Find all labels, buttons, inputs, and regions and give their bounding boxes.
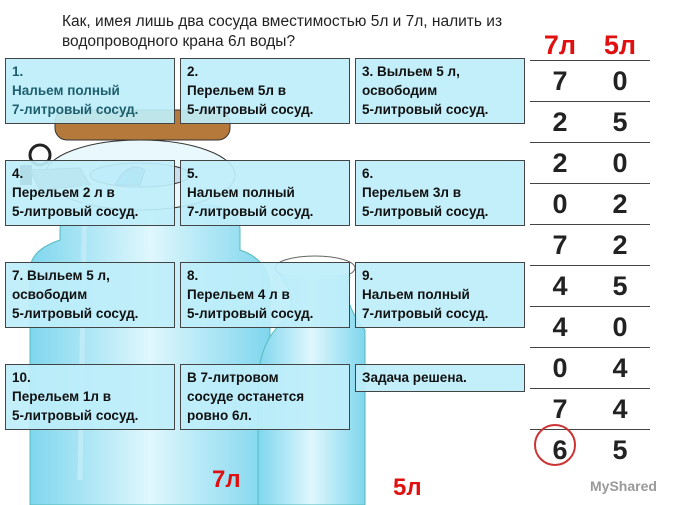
- callout-final: В 7-литровом сосуде останется ровно 6л.: [180, 364, 350, 430]
- cell-7l: 4: [552, 270, 568, 301]
- header-7l: 7л: [543, 30, 577, 60]
- cell-5l: 4: [612, 352, 628, 383]
- cell-7l: 4: [552, 311, 568, 342]
- label-5l: 5л: [393, 474, 422, 501]
- callout-step-8: 8. Перельем 4 л в 5-литровый сосуд.: [180, 262, 350, 328]
- table-header: 7л 5л: [530, 30, 650, 60]
- callout-step-2: 2. Перельем 5л в 5-литровый сосуд.: [180, 58, 350, 124]
- cell-7l: 7: [552, 65, 568, 96]
- cell-7l: 7: [552, 393, 568, 424]
- cell-5l: 0: [612, 147, 628, 178]
- callout-step-1: 1. Нальем полный 7-литровый сосуд.: [5, 58, 175, 124]
- callout-step-7: 7. Выльем 5 л, освободим 5-литровый сосу…: [5, 262, 175, 328]
- cell-7l: 7: [552, 229, 568, 260]
- problem-title: Как, имея лишь два сосуда вместимостью 5…: [62, 13, 503, 50]
- label-7l: 7л: [212, 466, 241, 493]
- cell-5l: 5: [612, 106, 628, 137]
- callout-step-3: 3. Выльем 5 л, освободим 5-литровый сосу…: [355, 58, 525, 124]
- cell-5l: 0: [612, 311, 628, 342]
- cell-5l: 0: [612, 65, 628, 96]
- header-5l: 5л: [603, 30, 637, 60]
- cell-5l: 2: [612, 188, 628, 219]
- cell-5l: 4: [612, 393, 628, 424]
- watermark: MyShared: [590, 478, 657, 494]
- cell-7l: 2: [552, 147, 568, 178]
- cell-5l: 5: [612, 434, 628, 465]
- callout-solved: Задача решена.: [355, 364, 525, 392]
- answer-circle: [534, 424, 576, 466]
- cell-7l: 0: [552, 188, 568, 219]
- callout-step-10: 10. Перельем 1л в 5-литровый сосуд.: [5, 364, 175, 430]
- callout-step-5: 5. Нальем полный 7-литровый сосуд.: [180, 160, 350, 226]
- callout-step-4: 4. Перельем 2 л в 5-литровый сосуд.: [5, 160, 175, 226]
- cell-7l: 2: [552, 106, 568, 137]
- callout-step-6: 6. Перельем 3л в 5-литровый сосуд.: [355, 160, 525, 226]
- callout-step-9: 9. Нальем полный 7-литровый сосуд.: [355, 262, 525, 328]
- cell-7l: 0: [552, 352, 568, 383]
- cell-5l: 2: [612, 229, 628, 260]
- cell-5l: 5: [612, 270, 628, 301]
